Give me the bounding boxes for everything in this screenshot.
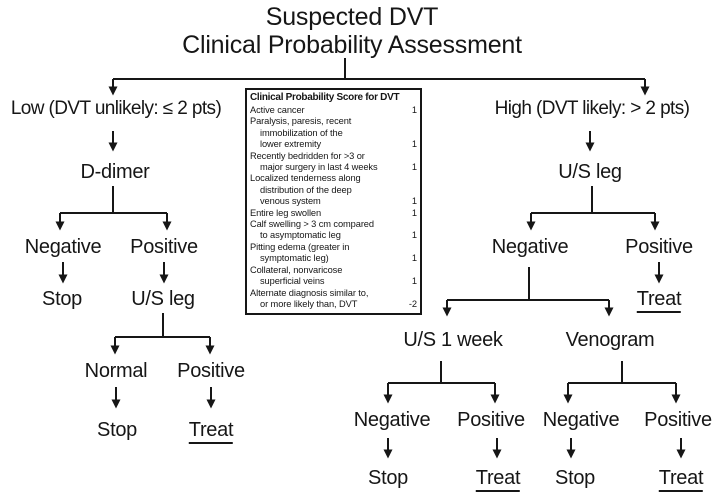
score-row: distribution of the deep (250, 185, 417, 196)
node-us-stop: Stop (97, 419, 137, 441)
score-criterion-text: Collateral, nonvaricose (250, 264, 343, 275)
score-value: 1 (411, 207, 417, 218)
score-criterion-text: lower extremity (260, 139, 322, 150)
score-criterion-text: Alternate diagnosis similar to, (250, 287, 369, 298)
score-criterion-text: superficial veins (260, 276, 325, 287)
score-row: Alternate diagnosis similar to, (250, 288, 417, 299)
page-title-line1: Suspected DVT (265, 3, 439, 31)
score-row: venous system 1 (250, 196, 417, 207)
page-title-line2: Clinical Probability Assessment (182, 31, 522, 59)
score-criterion-text: venous system (260, 196, 321, 207)
score-row: superficial veins 1 (250, 276, 417, 287)
node-usw-stop: Stop (368, 467, 408, 489)
node-ush-negative: Negative (491, 236, 569, 258)
node-venogram: Venogram (565, 329, 655, 351)
node-d-dimer: D-dimer (80, 161, 150, 183)
score-row: Paralysis, paresis, recent (250, 116, 417, 127)
score-box-title: Clinical Probability Score for DVT (250, 92, 400, 103)
node-us-leg-high: U/S leg (558, 161, 622, 183)
score-value: 1 (411, 139, 417, 150)
score-value: 1 (411, 105, 417, 115)
score-row: Active cancer 1 (250, 105, 417, 116)
score-criterion-text: symptomatic leg) (260, 253, 329, 264)
score-row: Calf swelling > 3 cm compared (250, 219, 417, 230)
node-ven-stop: Stop (555, 467, 595, 489)
score-criterion-text: distribution of the deep (260, 184, 352, 195)
node-ven-negative: Negative (542, 409, 620, 431)
score-criterion-text: Pitting edema (greater in (250, 241, 350, 252)
score-criterion-text: major surgery in last 4 weeks (260, 162, 378, 173)
score-row: major surgery in last 4 weeks 1 (250, 162, 417, 173)
score-value: 1 (411, 230, 417, 241)
score-row: Collateral, nonvaricose (250, 265, 417, 276)
node-ddimer-negative: Negative (24, 236, 102, 258)
score-value: 1 (411, 276, 417, 287)
node-us-leg-low: U/S leg (131, 288, 195, 310)
node-ven-treat: Treat (658, 467, 704, 492)
score-criterion-text: Entire leg swollen (250, 207, 322, 218)
node-usw-positive: Positive (457, 409, 525, 431)
node-low-probability: Low (DVT unlikely: ≤ 2 pts) (10, 98, 222, 119)
node-us-normal: Normal (84, 360, 148, 382)
score-row: or more likely than, DVT -2 (250, 299, 417, 310)
score-row: Recently bedridden for >3 or (250, 151, 417, 162)
score-criterion-text: Calf swelling > 3 cm compared (250, 219, 374, 230)
score-value: 1 (411, 162, 417, 173)
score-value: -2 (408, 298, 417, 309)
node-usw-negative: Negative (353, 409, 431, 431)
score-value: 1 (411, 196, 417, 207)
node-ven-positive: Positive (644, 409, 712, 431)
node-usw-treat: Treat (475, 467, 521, 492)
node-ddimer-stop: Stop (42, 288, 82, 310)
score-criterion-text: Paralysis, paresis, recent (250, 116, 352, 127)
score-criterion-text: immobilization of the (260, 127, 343, 138)
node-ddimer-positive: Positive (130, 236, 198, 258)
node-ush-positive: Positive (625, 236, 693, 258)
score-row: lower extremity 1 (250, 139, 417, 150)
node-us-1week: U/S 1 week (403, 329, 503, 351)
score-value: 1 (411, 253, 417, 264)
score-box: Clinical Probability Score for DVT Activ… (245, 88, 422, 315)
score-criterion-text: Recently bedridden for >3 or (250, 150, 365, 161)
score-row: symptomatic leg) 1 (250, 253, 417, 264)
node-us-treat: Treat (188, 419, 234, 444)
node-us-positive: Positive (177, 360, 245, 382)
score-criterion-text: Localized tenderness along (250, 173, 361, 184)
node-high-probability: High (DVT likely: > 2 pts) (494, 98, 690, 119)
score-criterion-text: Active cancer (250, 105, 305, 115)
score-criterion-text: or more likely than, DVT (260, 298, 358, 309)
score-row: to asymptomatic leg 1 (250, 230, 417, 241)
node-ush-treat: Treat (636, 288, 682, 313)
score-criterion-text: to asymptomatic leg (260, 230, 341, 241)
score-row: immobilization of the (250, 128, 417, 139)
score-row: Localized tenderness along (250, 173, 417, 184)
connector-trunks (60, 58, 676, 384)
score-row: Entire leg swollen 1 (250, 208, 417, 219)
score-row: Pitting edema (greater in (250, 242, 417, 253)
